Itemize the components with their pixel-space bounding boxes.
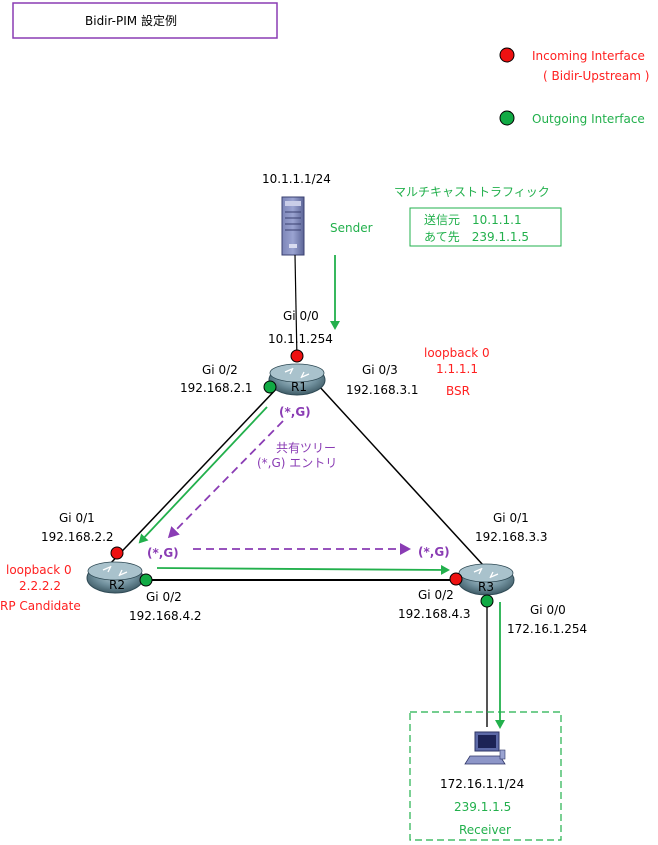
server-icon xyxy=(281,196,305,256)
r1-gi03-label: Gi 0/3 xyxy=(362,363,398,377)
r1-gi03-ip: 192.168.3.1 xyxy=(346,383,419,397)
link-sender-r1 xyxy=(294,254,298,361)
r2-gi01-incoming-dot xyxy=(110,546,124,560)
sender-label: Sender xyxy=(330,221,373,235)
router-r1[interactable]: R1 xyxy=(268,363,326,396)
shared-tree-r1-to-r2 xyxy=(167,420,284,539)
shared-tree-label: 共有ツリー xyxy=(276,441,336,455)
r1-name: R1 xyxy=(291,380,307,394)
receiver-label: Receiver xyxy=(459,823,511,837)
title-box: Bidir-PIM 設定例 xyxy=(12,2,278,39)
flow-r2-to-r3 xyxy=(156,564,450,575)
link-r1-r3 xyxy=(317,384,484,566)
flow-r1-to-r2 xyxy=(138,406,268,544)
router-r2[interactable]: R2 xyxy=(86,561,144,594)
receiver-ip: 172.16.1.1/24 xyxy=(440,777,524,791)
r3-sg-entry: (*,G) xyxy=(418,545,450,559)
incoming-legend-dot xyxy=(499,47,515,63)
r3-name: R3 xyxy=(478,580,494,594)
page-title: Bidir-PIM 設定例 xyxy=(85,13,177,28)
outgoing-legend-dot xyxy=(499,110,515,126)
r3-gi01-ip: 192.168.3.3 xyxy=(475,530,548,544)
receiver-group: 239.1.1.5 xyxy=(454,800,511,814)
traffic-box xyxy=(409,207,562,247)
r1-loopback-ip: 1.1.1.1 xyxy=(436,362,478,376)
traffic-box-title: マルチキャストトラフィック xyxy=(394,185,550,199)
legend-outgoing-label: Outgoing Interface xyxy=(532,112,645,126)
r3-gi02-incoming-dot xyxy=(449,572,463,586)
r2-gi02-outgoing-dot xyxy=(139,573,153,587)
legend: Incoming Interface ( Bidir-Upstream ) Ou… xyxy=(499,47,649,126)
r1-gi00-ip: 10.1.1.254 xyxy=(268,332,333,346)
r3-gi01-label: Gi 0/1 xyxy=(493,511,529,525)
r1-gi02-ip: 192.168.2.1 xyxy=(180,381,253,395)
r1-gi00-incoming-dot xyxy=(290,349,304,363)
workstation-icon[interactable] xyxy=(464,731,506,765)
r2-role: RP Candidate xyxy=(0,599,81,613)
r3-gi02-label: Gi 0/2 xyxy=(418,588,454,602)
r2-gi01-ip: 192.168.2.2 xyxy=(41,530,114,544)
r1-gi02-label: Gi 0/2 xyxy=(202,363,238,377)
r3-gi02-ip: 192.168.4.3 xyxy=(398,607,471,621)
receiver-box xyxy=(409,711,562,841)
r3-gi00-label: Gi 0/0 xyxy=(530,603,566,617)
r2-gi02-ip: 192.168.4.2 xyxy=(129,609,202,623)
r2-name: R2 xyxy=(109,578,125,592)
router-r3[interactable]: R3 xyxy=(457,563,515,596)
r1-gi02-outgoing-dot xyxy=(263,380,277,394)
r2-gi02-label: Gi 0/2 xyxy=(146,590,182,604)
legend-incoming-sub: ( Bidir-Upstream ) xyxy=(543,69,649,83)
shared-tree-entry-label: (*,G) エントリ xyxy=(257,456,337,470)
r1-sg-entry: (*,G) xyxy=(279,405,311,419)
r2-gi01-label: Gi 0/1 xyxy=(59,511,95,525)
traffic-source: 送信元 10.1.1.1 xyxy=(424,212,522,227)
link-r1-r2 xyxy=(107,384,281,567)
r1-loopback-label: loopback 0 xyxy=(424,346,490,360)
r2-loopback-ip: 2.2.2.2 xyxy=(19,579,61,593)
traffic-dest: あて先 239.1.1.5 xyxy=(424,230,529,244)
legend-incoming-label: Incoming Interface xyxy=(532,49,645,63)
r3-gi00-outgoing-dot xyxy=(480,594,494,608)
r1-role: BSR xyxy=(446,384,470,398)
r1-gi00-label: Gi 0/0 xyxy=(283,309,319,323)
sender-ip: 10.1.1.1/24 xyxy=(262,172,331,186)
r2-sg-entry: (*,G) xyxy=(147,546,179,560)
r2-loopback-label: loopback 0 xyxy=(6,563,72,577)
r3-gi00-ip: 172.16.1.254 xyxy=(507,622,587,636)
